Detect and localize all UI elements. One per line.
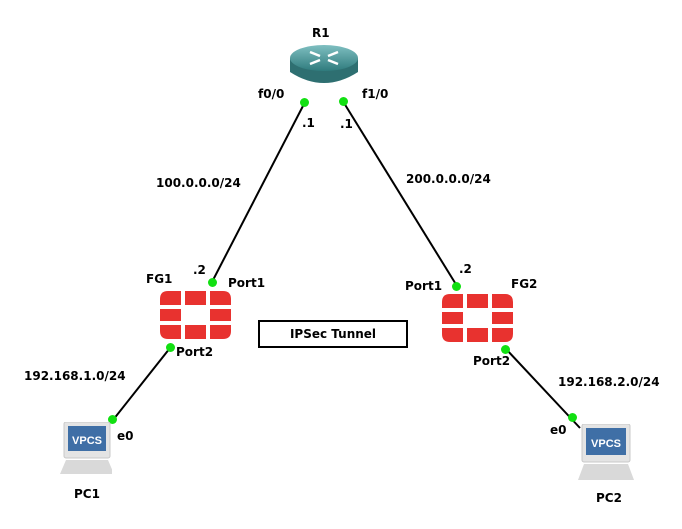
r1-f1-label: f1/0	[362, 87, 389, 101]
r1-f0-label: f0/0	[258, 87, 285, 101]
pc1-label: PC1	[74, 487, 100, 501]
router-icon	[290, 45, 358, 83]
pc1-screen-text: VPCS	[72, 435, 102, 447]
link-fg2-pc2[interactable]	[505, 348, 581, 429]
fg2-port1-dot[interactable]	[452, 282, 461, 291]
fg1-label: FG1	[146, 272, 173, 286]
pc1-e0-label: e0	[117, 429, 134, 443]
r1-label: R1	[312, 26, 330, 40]
vpcs-pc2[interactable]: VPCS	[574, 423, 638, 488]
fg1-port2-label: Port2	[176, 345, 214, 359]
fg1-port1-ip: .2	[193, 263, 206, 277]
pc-icon: VPCS	[60, 421, 114, 474]
fg1-port1-dot[interactable]	[208, 278, 217, 287]
vpcs-pc1[interactable]: VPCS	[56, 421, 114, 482]
link-fg1-pc1[interactable]	[112, 347, 171, 421]
r1-f1-ip: .1	[340, 117, 353, 131]
network-label-fg2-lan: 192.168.2.0/24	[558, 375, 660, 389]
fg2-port2-dot[interactable]	[501, 345, 510, 354]
pc1-e0-dot[interactable]	[108, 415, 117, 424]
pc2-e0-dot[interactable]	[568, 413, 577, 422]
r1-f0-port-dot[interactable]	[300, 98, 309, 107]
r1-f0-ip: .1	[302, 116, 315, 130]
fortigate-fg1[interactable]	[160, 291, 232, 343]
fg2-port2-label: Port2	[473, 354, 511, 368]
fortigate-fg2[interactable]	[442, 294, 514, 346]
network-label-r1-fg2: 200.0.0.0/24	[406, 172, 491, 186]
pc2-e0-label: e0	[550, 423, 567, 437]
fg2-label: FG2	[511, 277, 538, 291]
fg2-port1-ip: .2	[459, 262, 472, 276]
link-r1-fg1[interactable]	[211, 103, 305, 283]
tunnel-label: IPSec Tunnel	[289, 327, 377, 341]
pc2-label: PC2	[596, 491, 622, 505]
router-r1[interactable]	[288, 42, 360, 94]
fg2-port1-label: Port1	[405, 279, 443, 293]
network-label-fg1-lan: 192.168.1.0/24	[24, 369, 126, 383]
link-r1-fg2[interactable]	[343, 102, 458, 287]
ipsec-tunnel-annotation: IPSec Tunnel	[258, 320, 408, 348]
r1-f1-port-dot[interactable]	[339, 97, 348, 106]
fortigate-icon	[160, 291, 231, 339]
fg1-port2-dot[interactable]	[166, 343, 175, 352]
network-label-r1-fg1: 100.0.0.0/24	[156, 176, 241, 190]
pc-icon: VPCS	[578, 423, 634, 480]
fg1-port1-label: Port1	[228, 276, 266, 290]
fortigate-icon	[442, 294, 513, 342]
pc2-screen-text: VPCS	[591, 438, 621, 450]
